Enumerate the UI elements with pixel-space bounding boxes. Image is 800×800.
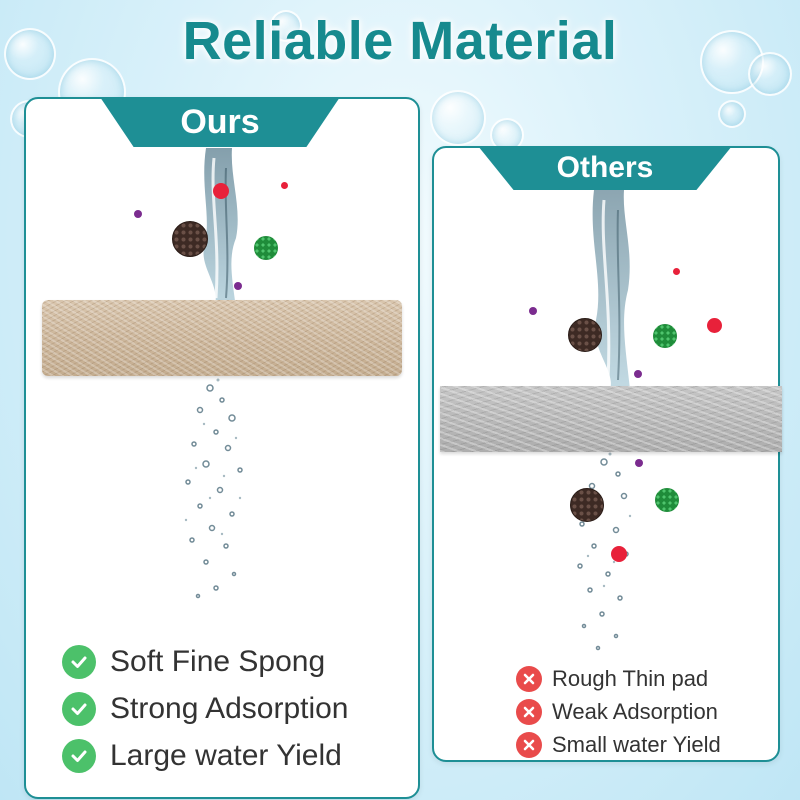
purple-particle: [635, 459, 643, 467]
red-particle: [707, 318, 722, 333]
page-title: Reliable Material: [182, 11, 618, 71]
ours-feature-item: Soft Fine Spong: [62, 645, 325, 679]
red-particle: [213, 183, 229, 199]
bubble-decoration: [270, 10, 302, 42]
red-particle: [281, 182, 288, 189]
others-feature-item: Small water Yield: [516, 732, 721, 758]
green-particle: [254, 236, 278, 260]
purple-particle: [634, 370, 642, 378]
check-circle-icon: [62, 739, 96, 773]
ours-sponge-image: [42, 300, 402, 376]
others-feature-item: Rough Thin pad: [516, 666, 708, 692]
others-feature-label: Rough Thin pad: [552, 666, 709, 691]
ours-feature-item: Large water Yield: [62, 739, 342, 773]
ours-tab-label: Ours: [100, 97, 340, 147]
red-particle: [611, 546, 627, 562]
red-particle: [673, 268, 680, 275]
brown-particle: [172, 221, 208, 257]
brown-particle: [568, 318, 602, 352]
others-water-stream: [577, 190, 632, 651]
green-particle: [655, 488, 679, 512]
x-circle-icon: [516, 699, 542, 725]
brown-particle: [570, 488, 604, 522]
others-tab-label: Others: [478, 146, 732, 190]
bubble-decoration: [4, 28, 56, 80]
ours-feature-label: Strong Adsorption: [110, 692, 349, 725]
ours-feature-label: Large water Yield: [110, 739, 342, 772]
others-feature-label: Weak Adsorption: [552, 699, 718, 724]
ours-feature-item: Strong Adsorption: [62, 692, 349, 726]
ours-feature-label: Soft Fine Spong: [110, 645, 326, 678]
purple-particle: [134, 210, 142, 218]
green-particle: [653, 324, 677, 348]
x-circle-icon: [516, 732, 542, 758]
bubble-decoration: [718, 100, 746, 128]
bubble-decoration: [748, 52, 792, 96]
purple-particle: [529, 307, 537, 315]
others-pad-image: [440, 386, 782, 452]
others-feature-label: Small water Yield: [552, 732, 721, 757]
check-circle-icon: [62, 645, 96, 679]
purple-particle: [234, 282, 242, 290]
others-feature-item: Weak Adsorption: [516, 699, 718, 725]
x-circle-icon: [516, 666, 542, 692]
bubble-decoration: [430, 90, 486, 146]
check-circle-icon: [62, 692, 96, 726]
ours-water-stream: [184, 148, 243, 599]
